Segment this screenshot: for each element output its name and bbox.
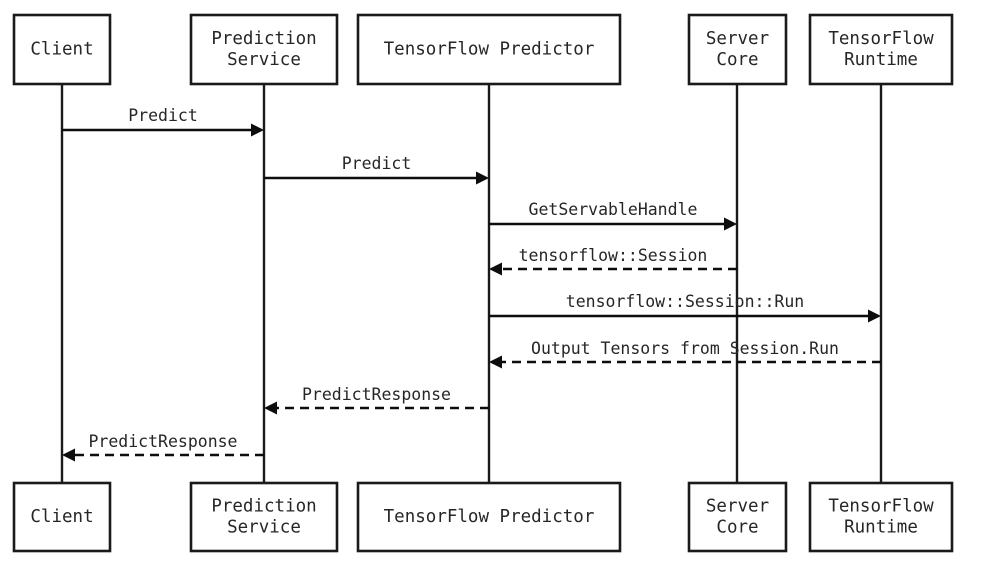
participant-label-tensorflow-predictor: TensorFlow Predictor [384,40,595,60]
participant-label-tensorflow-runtime: Runtime [844,50,918,70]
lifelines-layer [60,84,883,483]
participant-client-top[interactable]: Client [12,13,112,86]
participant-box-outline [12,481,112,553]
arrow-head-left [489,355,502,369]
message-label: Predict [342,154,412,173]
message-2-predict[interactable]: Predict [264,154,489,185]
arrow-head-right [251,123,264,137]
message-4-tensorflow-session[interactable]: tensorflow::Session [489,246,737,276]
arrow-head-left [264,401,277,415]
message-label: PredictResponse [302,385,451,404]
participant-box-outline [12,13,112,86]
participant-tensorflow-predictor-top[interactable]: TensorFlow Predictor [356,13,622,86]
participant-label-prediction-service: Service [227,518,301,538]
participant-label-client: Client [30,507,93,527]
message-label: Predict [128,106,198,125]
message-1-predict[interactable]: Predict [62,106,264,137]
participant-label-tensorflow-runtime: TensorFlow [828,497,934,517]
participant-box-outline [687,13,788,86]
participant-label-tensorflow-runtime: TensorFlow [828,29,934,49]
participant-label-prediction-service: Service [227,50,301,70]
participant-tensorflow-predictor-bottom[interactable]: TensorFlow Predictor [356,481,622,553]
messages-layer: PredictPredictGetServableHandletensorflo… [62,106,881,462]
participant-label-server-core: Core [716,50,758,70]
message-6-output-tensors-from-session-run[interactable]: Output Tensors from Session.Run [489,339,881,369]
message-label: GetServableHandle [529,200,698,219]
message-5-tensorflow-session-run[interactable]: tensorflow::Session::Run [489,292,881,323]
participant-label-server-core: Server [706,497,769,517]
participant-label-server-core: Server [706,29,769,49]
participant-box-outline [189,481,339,553]
participant-label-tensorflow-runtime: Runtime [844,518,918,538]
participant-box-outline [687,481,788,553]
message-label: PredictResponse [88,432,237,451]
participant-label-tensorflow-predictor: TensorFlow Predictor [384,507,595,527]
arrow-head-right [868,309,881,323]
participant-box-outline [356,13,622,86]
participant-box-outline [808,481,954,553]
participant-client-bottom[interactable]: Client [12,481,112,553]
arrow-head-right [476,171,489,185]
participant-label-prediction-service: Prediction [211,497,316,517]
message-3-getservablehandle[interactable]: GetServableHandle [489,200,737,231]
participant-box-outline [356,481,622,553]
participant-label-server-core: Core [716,518,758,538]
participant-label-client: Client [30,40,93,60]
arrow-head-right [724,217,737,231]
message-label: tensorflow::Session::Run [566,292,804,311]
participant-label-prediction-service: Prediction [211,29,316,49]
arrow-head-left [489,262,502,276]
message-label: tensorflow::Session [519,246,708,265]
participant-box-outline [808,13,954,86]
message-7-predictresponse[interactable]: PredictResponse [264,385,489,415]
message-8-predictresponse[interactable]: PredictResponse [62,432,264,462]
participant-box-outline [189,13,339,86]
arrow-head-left [62,448,75,462]
message-label: Output Tensors from Session.Run [531,339,839,358]
